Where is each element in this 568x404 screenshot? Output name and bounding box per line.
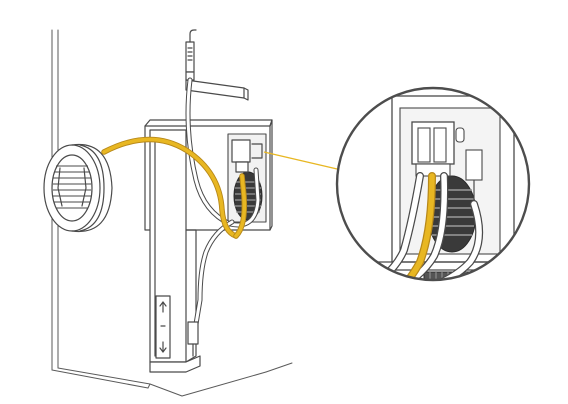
- barrel-plug: [185, 29, 197, 81]
- white-cable: [185, 77, 261, 357]
- round-vent-grille-icon: [43, 143, 113, 233]
- floor-outline: [149, 362, 293, 397]
- up-down-buttons-icon: [155, 295, 171, 359]
- magnified-detail: [335, 86, 531, 282]
- top-handle: [185, 79, 249, 101]
- magnifier-ring: [335, 86, 531, 282]
- yellow-cable: [101, 136, 248, 239]
- right-angle-plug-icon: [231, 139, 263, 173]
- leader-line: [263, 151, 351, 173]
